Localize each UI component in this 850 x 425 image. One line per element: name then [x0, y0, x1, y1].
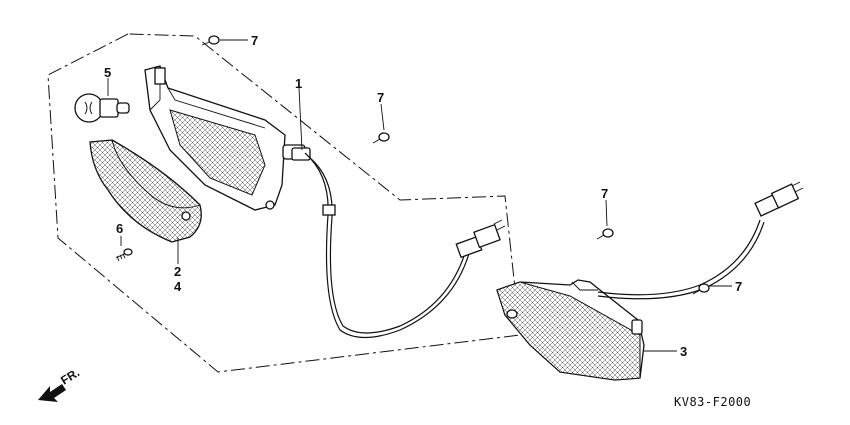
- turn-signal-housing: [144, 65, 311, 211]
- screw-7-right-a: [596, 228, 614, 240]
- screw-6: [115, 248, 133, 262]
- lens-left: [89, 139, 202, 243]
- callout-7-right-b: 7: [735, 279, 742, 294]
- screw-7-mid: [372, 132, 390, 144]
- callout-5: 5: [104, 65, 111, 80]
- screw-7-right-b: [692, 283, 710, 295]
- turn-signal-right: [496, 279, 645, 381]
- callout-3: 3: [680, 344, 687, 359]
- front-direction-arrow: FR.: [38, 365, 82, 402]
- bulb: [74, 93, 130, 123]
- assembly-boundary: [47, 33, 521, 373]
- screw-7-top: [201, 35, 220, 46]
- callout-7-right-a: 7: [601, 186, 608, 201]
- callout-7-mid: 7: [377, 90, 384, 105]
- callout-4: 4: [174, 279, 182, 294]
- callout-2: 2: [174, 264, 181, 279]
- diagram-code: KV83-F2000: [674, 395, 751, 409]
- callout-6: 6: [116, 221, 123, 236]
- wire-harness-left: [304, 152, 506, 339]
- wire-harness-right: [597, 181, 804, 300]
- callout-1: 1: [295, 76, 302, 91]
- callout-7-top: 7: [251, 33, 258, 48]
